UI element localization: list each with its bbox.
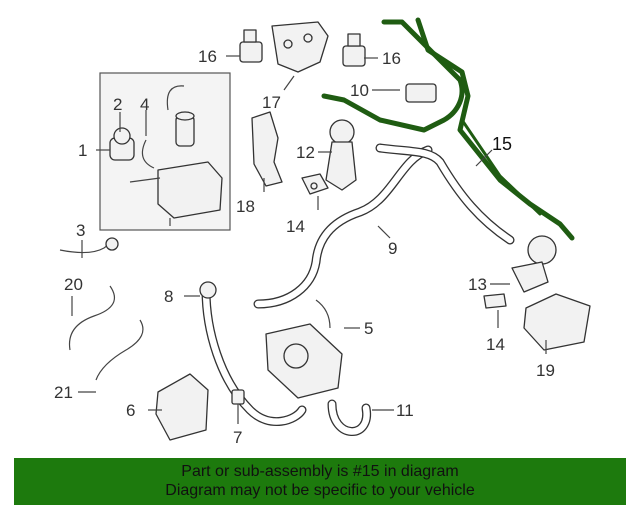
callout-5: 5 — [364, 319, 373, 338]
charcoal-canister[interactable] — [129, 161, 223, 226]
callout-11: 11 — [396, 401, 414, 420]
callout-3: 3 — [76, 221, 85, 240]
callout-6: 6 — [126, 401, 135, 420]
callout-14-upper: 14 — [286, 217, 305, 236]
callout-4: 4 — [140, 95, 149, 114]
parts-diagram: 1 2 3 4 5 6 7 8 9 10 11 12 13 14 14 15 1… — [54, 17, 591, 447]
sensor-10[interactable] — [405, 83, 437, 103]
callout-10: 10 — [350, 81, 369, 100]
callout-21: 21 — [54, 383, 73, 402]
callout-18: 18 — [236, 197, 255, 216]
bracket-17[interactable] — [271, 21, 329, 73]
banner-line-2: Diagram may not be specific to your vehi… — [165, 482, 475, 499]
info-banner: Part or sub-assembly is #15 in diagram D… — [14, 458, 626, 505]
solenoid-valve-left[interactable] — [239, 29, 263, 63]
callout-1: 1 — [78, 141, 87, 160]
callout-19: 19 — [536, 361, 555, 380]
callout-14-lower: 14 — [486, 335, 505, 354]
air-valve-12[interactable] — [325, 119, 357, 191]
hose-8-clamp — [199, 281, 217, 299]
air-pump-5[interactable] — [265, 299, 343, 399]
wire-harness-3[interactable] — [59, 241, 113, 254]
callout-16-right: 16 — [382, 49, 401, 68]
gasket-14-lower[interactable] — [483, 293, 507, 309]
canister-vent-hose[interactable] — [166, 85, 185, 111]
canister-small-hose[interactable] — [141, 139, 155, 169]
banner-line-1: Part or sub-assembly is #15 in diagram — [181, 463, 459, 480]
gasket-14-upper[interactable] — [301, 173, 329, 195]
leader-lines — [71, 55, 547, 424]
bracket-6[interactable] — [155, 373, 209, 441]
callout-20: 20 — [64, 275, 83, 294]
callout-15: 15 — [492, 134, 512, 154]
oxygen-sensor-21[interactable] — [95, 319, 144, 381]
callout-9: 9 — [388, 239, 397, 258]
canister-filter[interactable] — [175, 111, 195, 147]
canister-purge-valve[interactable] — [109, 127, 135, 161]
heat-shield-19[interactable] — [523, 293, 591, 351]
pipe-assembly-15[interactable] — [321, 17, 575, 241]
callout-8: 8 — [164, 287, 173, 306]
solenoid-valve-right[interactable] — [342, 33, 366, 67]
sensor-7[interactable] — [231, 389, 245, 405]
air-valve-13[interactable] — [511, 235, 557, 293]
oxygen-sensor-20[interactable] — [68, 285, 115, 351]
callout-17: 17 — [262, 93, 281, 112]
heat-shield-18[interactable] — [251, 111, 283, 187]
callout-13: 13 — [468, 275, 487, 294]
callout-16-left: 16 — [198, 47, 217, 66]
callout-12: 12 — [296, 143, 315, 162]
connector-3 — [105, 237, 119, 251]
callout-7: 7 — [233, 428, 242, 447]
callout-2: 2 — [113, 95, 122, 114]
